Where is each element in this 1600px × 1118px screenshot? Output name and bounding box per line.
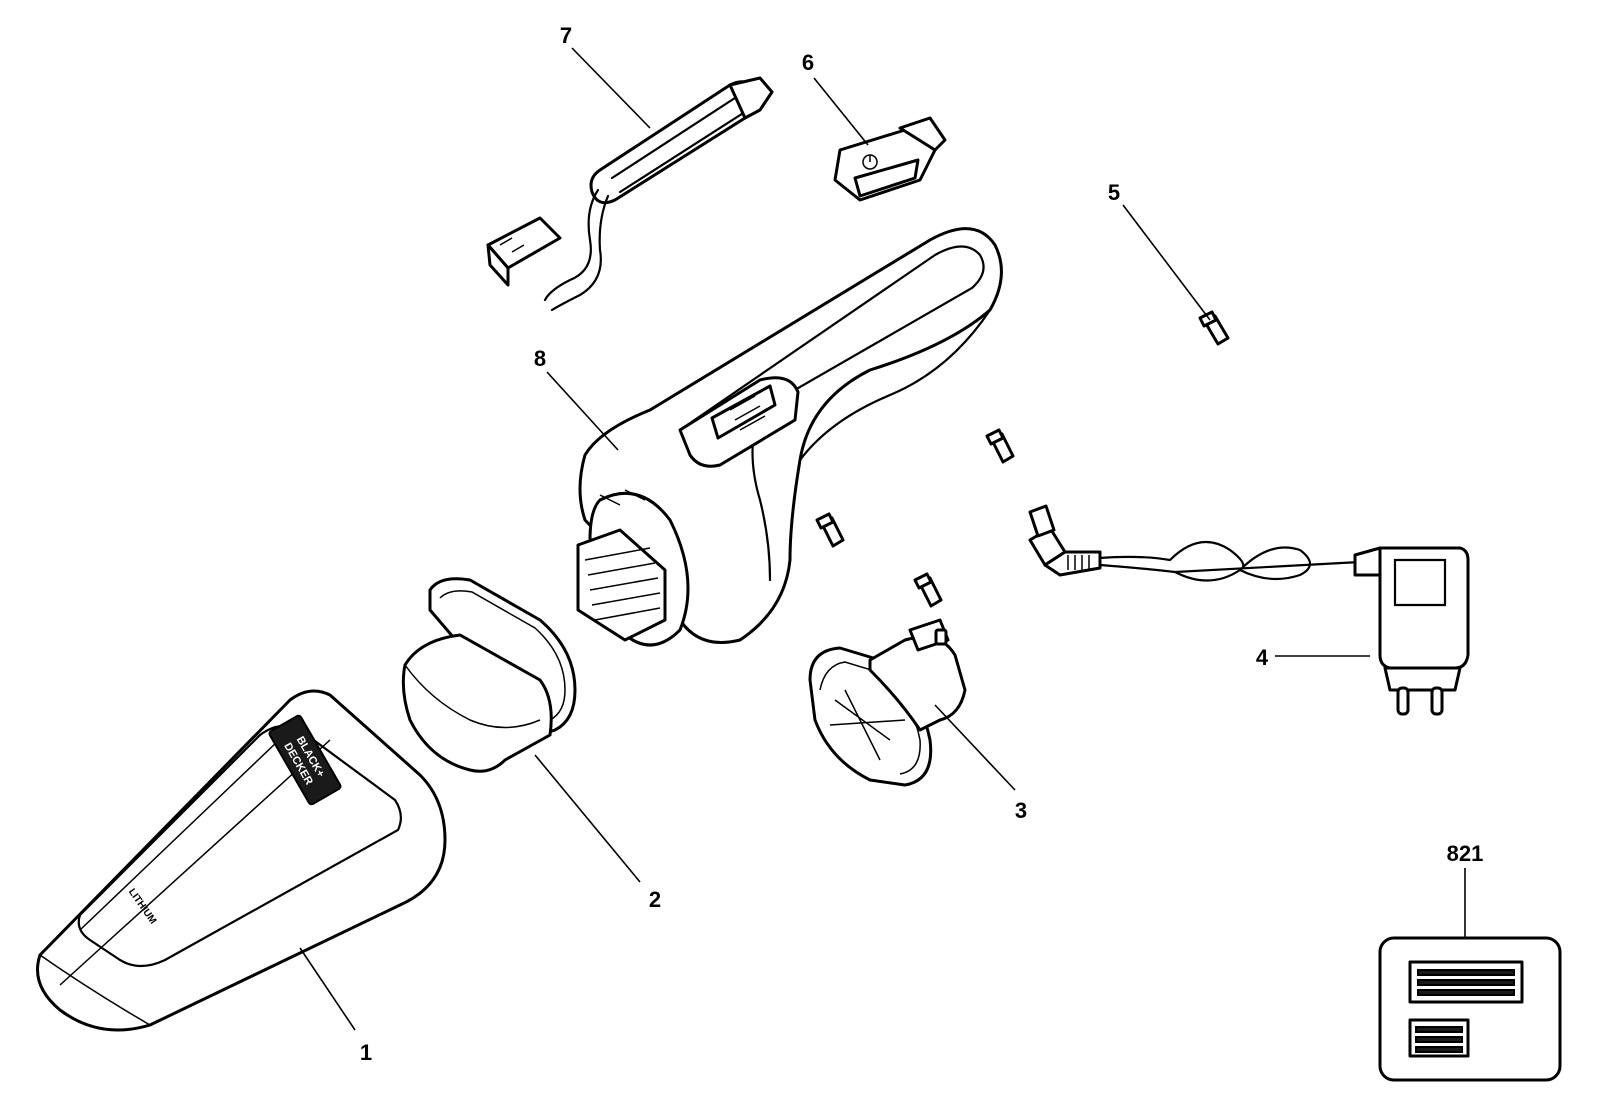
- screw-4: [913, 572, 943, 608]
- leader-7: [571, 47, 651, 129]
- screw-1: [1198, 310, 1230, 346]
- charger-part-4: [1028, 504, 1470, 716]
- callout-numbers: 1 2 3 4 5 6 7 8 821: [360, 23, 1483, 1065]
- callout-5: 5: [1108, 180, 1120, 205]
- screw-2: [985, 428, 1015, 464]
- callout-1: 1: [360, 1040, 372, 1065]
- callout-3: 3: [1015, 798, 1027, 823]
- leader-lines: [299, 47, 1466, 1031]
- callout-6: 6: [802, 50, 814, 75]
- leader-8: [546, 371, 619, 451]
- callout-8: 8: [534, 346, 546, 371]
- motor-assembly-part-3: [808, 618, 967, 787]
- leader-1: [299, 947, 356, 1031]
- label-sheet-part-821: [1378, 936, 1562, 1082]
- callout-4: 4: [1256, 645, 1269, 670]
- leader-2: [534, 754, 641, 883]
- screws-part-5: [815, 310, 1230, 608]
- callout-7: 7: [560, 23, 572, 48]
- dirt-container-part-1: BLACK+ DECKER LITHIUM: [36, 689, 447, 1032]
- callout-2: 2: [649, 887, 661, 912]
- screw-3: [815, 512, 845, 548]
- battery-pack-part-7: [486, 76, 774, 312]
- callout-821: 821: [1447, 841, 1484, 866]
- leader-3: [934, 704, 1016, 791]
- filter-part-2: [401, 577, 577, 773]
- switch-button-part-6: [833, 116, 947, 202]
- leader-6: [813, 77, 869, 146]
- main-body-part-8: [576, 227, 1003, 647]
- leader-5: [1122, 204, 1211, 321]
